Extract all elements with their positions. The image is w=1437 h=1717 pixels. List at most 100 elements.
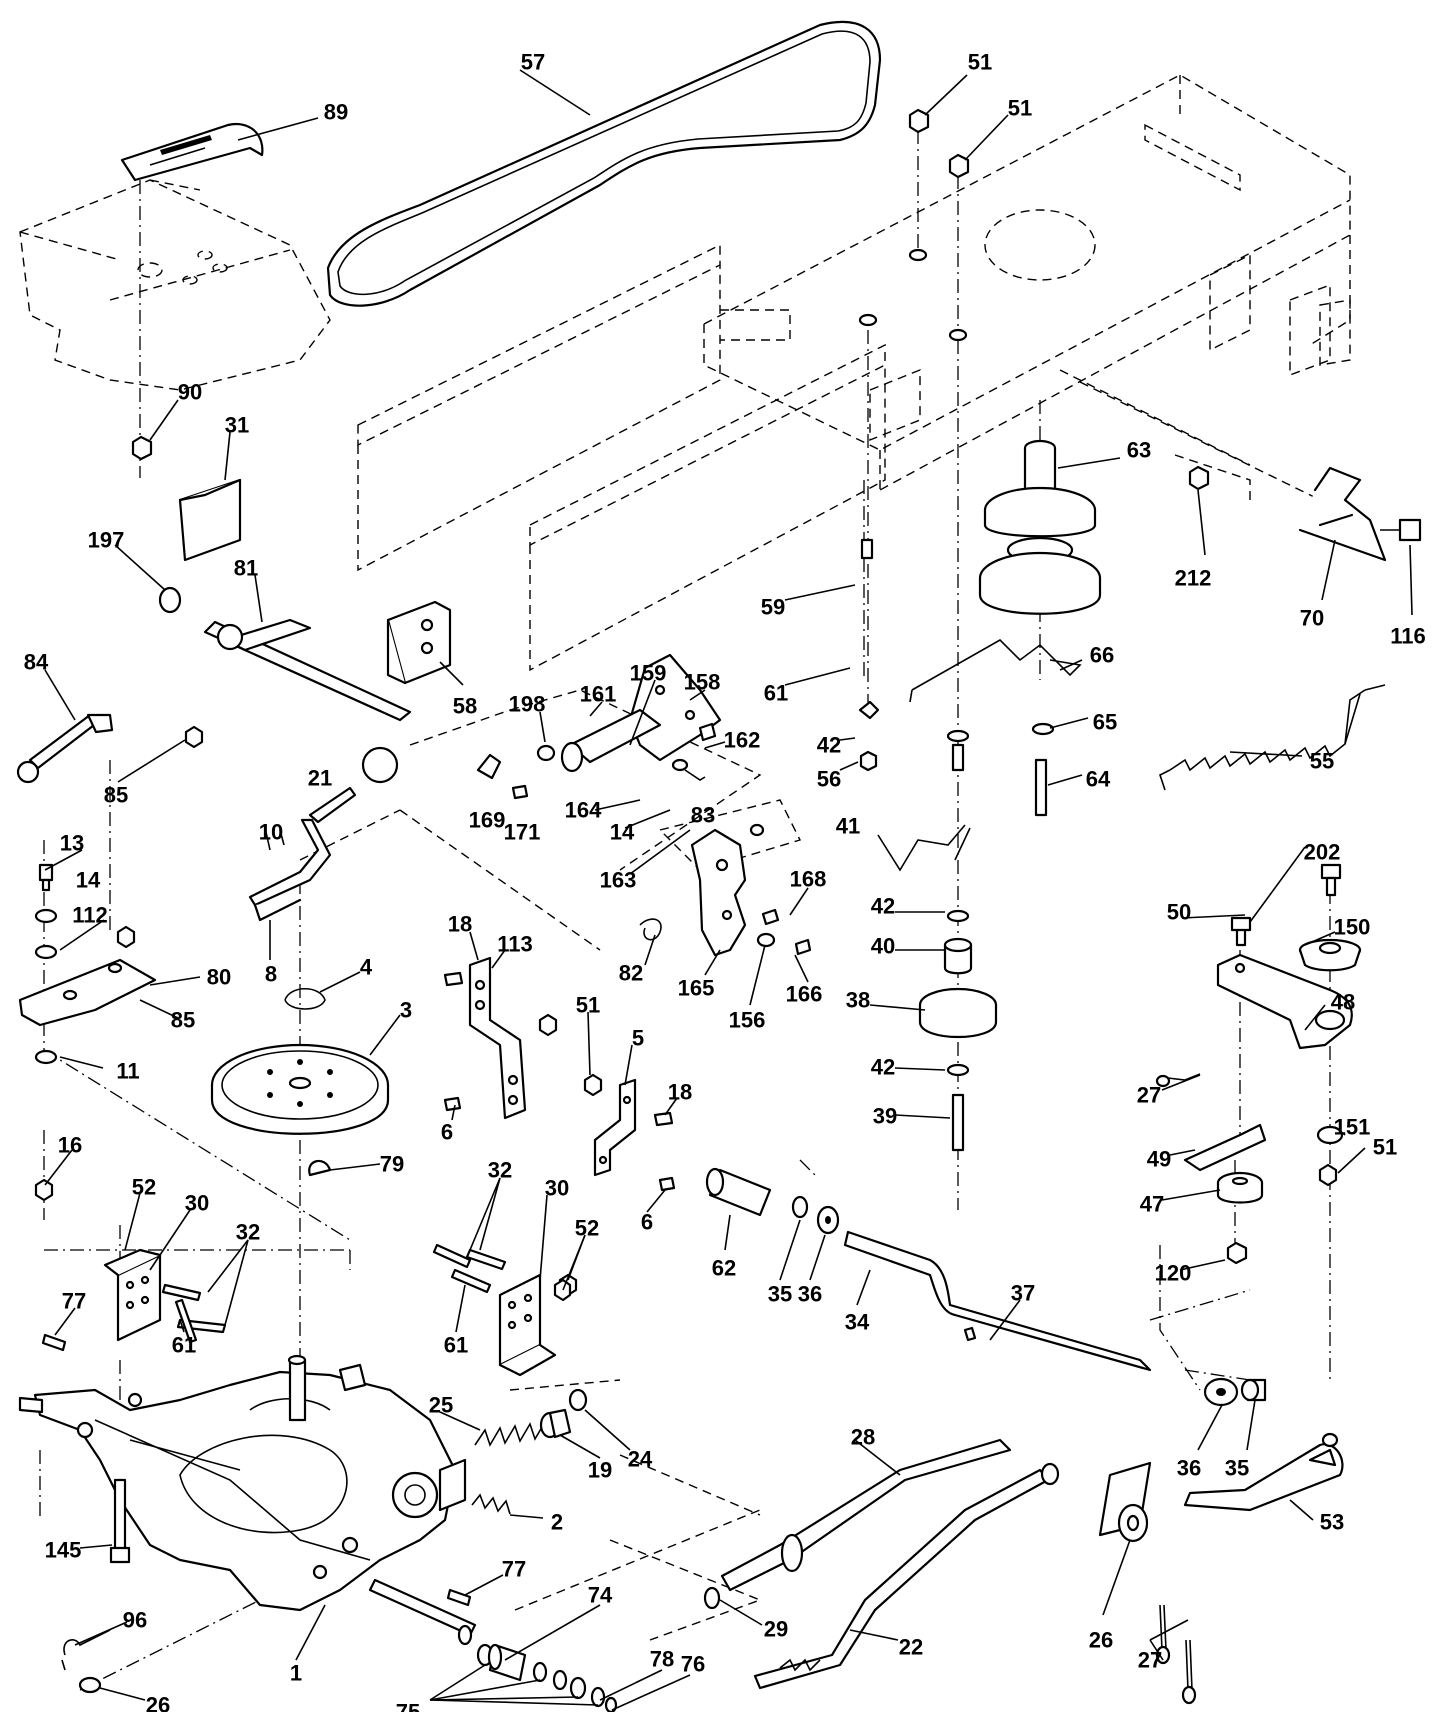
callout-label-5: 5 [632,1026,644,1051]
callout-label-158: 158 [684,670,721,695]
rod-22 [753,1462,1060,1690]
rod-28 [703,1438,1012,1610]
plate-80 [18,863,157,1065]
callout-label-36: 36 [1177,1456,1201,1481]
callout-label-34: 34 [845,1310,870,1335]
callout-label-29: 29 [764,1617,788,1642]
callout-label-37: 37 [1011,1281,1035,1306]
center-lines [39,130,1331,1691]
callout-label-150: 150 [1334,915,1371,940]
callout-label-38: 38 [846,988,870,1013]
callout-label-42: 42 [871,1055,895,1080]
callout-label-79: 79 [380,1152,404,1177]
bracket-165 [639,823,812,957]
callout-label-55: 55 [1310,749,1334,774]
callout-label-16: 16 [58,1133,82,1158]
callout-label-50: 50 [1167,900,1191,925]
callout-label-31: 31 [225,413,249,438]
callout-label-51: 51 [1008,96,1032,121]
callout-label-65: 65 [1093,710,1117,735]
pulley-3 [210,987,390,1135]
rod-41 [877,824,971,872]
callout-label-4: 4 [360,955,373,980]
callout-label-164: 164 [565,798,602,823]
callout-label-145: 145 [45,1538,82,1563]
callout-label-36: 36 [798,1282,822,1307]
callout-label-25: 25 [429,1393,453,1418]
callout-label-11: 11 [116,1059,139,1084]
callout-label-82: 82 [619,961,643,986]
callout-label-78: 78 [650,1647,674,1672]
leader-lines [44,69,1413,1711]
callout-label-161: 161 [580,682,617,707]
cotter-pins-27 [1155,1073,1201,1705]
bracket-48 [1216,863,1362,1145]
callout-label-35: 35 [768,1282,792,1307]
callout-label-66: 66 [1090,643,1114,668]
bracket-58 [386,600,452,685]
bracket-113 [443,956,527,1120]
clip-169 [476,753,529,800]
bracket-30-left [103,1248,227,1344]
bracket-30-right [432,1243,572,1377]
rod-53 [1098,1432,1344,1543]
frame-outline [19,74,1366,1641]
callout-label-18: 18 [448,912,472,937]
callout-label-14: 14 [610,820,635,845]
bracket-31 [178,478,242,562]
callout-label-76: 76 [681,1652,705,1677]
callout-label-61: 61 [444,1333,468,1358]
callout-label-75: 75 [396,1700,420,1713]
pin-96 [61,1629,111,1694]
callout-label-202: 202 [1304,840,1341,865]
callout-label-74: 74 [588,1583,613,1608]
callout-label-32: 32 [236,1220,260,1245]
callout-label-85: 85 [171,1008,195,1033]
callout-label-162: 162 [724,728,761,753]
callout-label-35: 35 [1225,1456,1249,1481]
callout-label-21: 21 [308,766,332,791]
callout-label-159: 159 [630,661,667,686]
callout-label-51: 51 [576,993,600,1018]
callout-label-26: 26 [1089,1628,1113,1653]
callout-label-48: 48 [1331,990,1355,1015]
callout-label-197: 197 [88,528,125,553]
callout-label-59: 59 [761,595,785,620]
callout-label-83: 83 [691,803,715,828]
callout-label-40: 40 [871,934,895,959]
callout-label-14: 14 [76,868,101,893]
callout-label-51: 51 [1373,1135,1397,1160]
callout-label-13: 13 [60,831,84,856]
nuts [34,108,1338,1297]
pulley-63 [978,439,1102,615]
idler-38 [858,538,1055,1152]
transaxle-1 [18,1354,477,1646]
callout-label-39: 39 [873,1104,897,1129]
callout-label-80: 80 [207,965,231,990]
callout-label-77: 77 [502,1557,526,1582]
callout-label-8: 8 [265,962,277,987]
callout-label-90: 90 [178,380,202,405]
bracket-49 [1183,1123,1267,1204]
callout-label-24: 24 [628,1447,653,1472]
lever-84 [16,713,114,784]
callout-label-64: 64 [1086,767,1111,792]
callout-label-30: 30 [545,1176,569,1201]
callout-label-10: 10 [259,820,283,845]
callout-label-169: 169 [469,808,506,833]
callout-label-85: 85 [104,783,128,808]
callout-label-49: 49 [1147,1147,1171,1172]
callout-label-96: 96 [123,1608,147,1633]
spring-2 [471,1493,511,1515]
callout-label-32: 32 [488,1158,512,1183]
callout-label-27: 27 [1137,1083,1161,1108]
callout-label-112: 112 [72,903,108,928]
callout-label-168: 168 [790,867,827,892]
frame-holes [858,248,968,342]
callout-label-120: 120 [1155,1261,1192,1286]
washers-36-35 [1203,1377,1267,1407]
callout-label-165: 165 [678,976,715,1001]
callout-label-1: 1 [290,1661,302,1686]
bracket-158 [536,653,722,781]
